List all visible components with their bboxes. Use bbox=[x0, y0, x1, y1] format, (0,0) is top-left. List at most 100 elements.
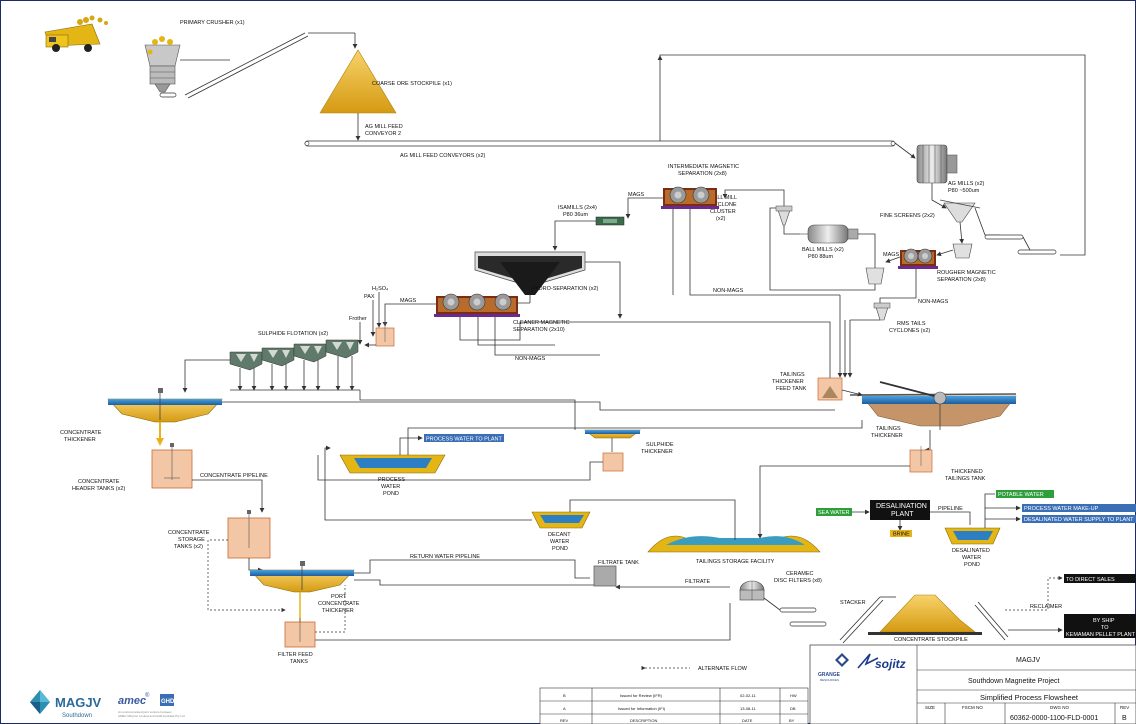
by-ship-label-2: TO bbox=[1101, 625, 1109, 631]
title-block-dwg-no: 60362-0000-1100-FLD-0001 bbox=[1010, 715, 1098, 722]
ims-mags-line bbox=[625, 197, 663, 219]
rev-row-2-desc: Issued for Information (IFI) bbox=[618, 706, 666, 711]
rev-row-2-by: DB bbox=[790, 706, 796, 711]
cms-tails-line-2 bbox=[477, 317, 555, 346]
potable-water-line bbox=[984, 493, 995, 528]
ceramic-disc-filter-icon bbox=[739, 580, 765, 601]
sulphide-return-line bbox=[317, 455, 603, 481]
cyclone-underflow-line bbox=[783, 225, 800, 235]
oversize-transfer bbox=[1022, 236, 1031, 251]
coarse-ore-stockpile-label: COARSE ORE STOCKPILE (x1) bbox=[372, 81, 452, 87]
rev-row-2-date: 13-08-11 bbox=[740, 706, 756, 711]
desalinated-water-pond-icon bbox=[944, 527, 1001, 545]
tsf-label: TAILINGS STORAGE FACILITY bbox=[696, 559, 775, 565]
hydro-overflow-line bbox=[585, 261, 623, 319]
logo-fine-print-2: AMEC Minproc Limited and GHD Australia P… bbox=[118, 714, 185, 718]
cms-nonmags-line bbox=[494, 317, 600, 356]
flotation-to-sulphide-thickener bbox=[359, 390, 576, 430]
cms-label-1: CLEANER MAGNETIC bbox=[513, 320, 570, 326]
brine-tag bbox=[890, 530, 912, 537]
filter-feed-to-filters bbox=[315, 603, 731, 641]
thickened-tailings-label-2: TAILINGS TANK bbox=[945, 476, 986, 482]
ag-mill-discharge bbox=[931, 183, 947, 209]
fine-screens-label: FINE SCREENS (2x2) bbox=[880, 213, 935, 219]
storage-to-port-thickener bbox=[248, 558, 263, 573]
decant-label-1: DECANT bbox=[548, 532, 571, 538]
process-water-pond-label-2: WATER bbox=[381, 484, 400, 490]
title-block-fscm-hdr: FSCM NO bbox=[962, 705, 983, 710]
ball-mill-discharge bbox=[858, 233, 876, 268]
isamill-discharge bbox=[552, 220, 596, 251]
filtrate-tank-label: FILTRATE TANK bbox=[598, 560, 639, 566]
oversize-conveyor-2 bbox=[1017, 249, 1057, 255]
title-block bbox=[809, 644, 1136, 724]
decant-water-pond-icon bbox=[531, 511, 591, 529]
rev-row-3-by: BY bbox=[789, 718, 795, 723]
rms-label-2: SEPARATION (2x8) bbox=[937, 277, 986, 283]
filter-feed-label-1: FILTER FEED bbox=[278, 652, 313, 658]
rms-label-1: ROUGHER MAGNETIC bbox=[937, 270, 996, 276]
to-direct-sales-tag bbox=[1064, 574, 1136, 583]
thickened-tailings-to-tsf bbox=[757, 465, 910, 539]
ball-mill-pumpbox bbox=[865, 267, 885, 285]
process-water-to-plant-tag bbox=[424, 434, 504, 442]
conc-thickener-overflow bbox=[222, 401, 835, 411]
brine-label: BRINE bbox=[893, 532, 910, 538]
sojitz-logo-text: sojitz bbox=[875, 657, 906, 671]
process-water-makeup-label: PROCESS WATER MAKE-UP bbox=[1024, 506, 1099, 512]
primary-crusher-icon bbox=[144, 36, 230, 98]
rev-row-1-rev: B bbox=[563, 693, 566, 698]
thickened-tailings-label-1: THICKENED bbox=[951, 469, 983, 475]
process-water-pond-label-1: PROCESS bbox=[378, 477, 405, 483]
flotation-tails-lines bbox=[230, 356, 360, 391]
port-thickener-label-2: CONCENTRATE bbox=[318, 601, 360, 607]
rev-row-3-date: DATE bbox=[742, 718, 753, 723]
process-water-to-plant-label: PROCESS WATER TO PLANT bbox=[426, 437, 503, 443]
pw-from-tailings-line bbox=[407, 420, 863, 455]
rev-row-3-rev: REV bbox=[560, 718, 569, 723]
port-thickener-label-1: PORT bbox=[331, 594, 347, 600]
ag-mill-icon bbox=[916, 144, 958, 184]
title-block-rev-hdr: REV bbox=[1120, 705, 1129, 710]
desal-supply-label: DESALINATED WATER SUPPLY TO PLANT bbox=[1024, 517, 1134, 523]
coarse-ore-stockpile-icon bbox=[319, 49, 397, 141]
pebble-recycle-line bbox=[659, 54, 1086, 256]
hydro-separation-label: HYDRO-SEPARATION (x2) bbox=[531, 286, 598, 292]
desal-plant-label-1: DESALINATION bbox=[876, 503, 927, 510]
concentrate-header-tank-icon bbox=[151, 443, 193, 489]
flotation-conc-line bbox=[182, 359, 230, 393]
cms-label-2: SEPARATION (2x10) bbox=[513, 327, 565, 333]
by-ship-label-3: KEMAMAN PELLET PLANT bbox=[1066, 632, 1136, 638]
grange-logo-text: GRANGE bbox=[818, 672, 841, 678]
ghd-logo-box bbox=[160, 694, 174, 706]
ghd-logo-text: GHD bbox=[161, 699, 175, 705]
logo-fine-print-1: An unincorporated joint venture between bbox=[118, 710, 172, 714]
title-block-client: MAGJV bbox=[1016, 657, 1040, 664]
alt-flow-storage-bypass bbox=[207, 539, 286, 613]
amec-logo-sup: ® bbox=[145, 692, 150, 699]
concentrate-stockpile-icon bbox=[868, 594, 982, 635]
ball-mill-cyclone-label-3: CLUSTER bbox=[710, 209, 736, 215]
intermediate-magnetic-separator-icon bbox=[661, 186, 719, 209]
cleaner-magnetic-separator-icon bbox=[434, 293, 520, 317]
sea-water-label: SEA WATER bbox=[818, 510, 850, 516]
filtrate-tank-icon bbox=[593, 565, 617, 587]
port-thickener-label-3: THICKENER bbox=[322, 608, 354, 614]
sojitz-logo-icon bbox=[857, 653, 879, 669]
isamill-icon bbox=[595, 216, 625, 226]
rev-row-1-by: HW bbox=[790, 693, 797, 698]
magjv-logo-sub: Southdown bbox=[62, 713, 92, 719]
cyclone-overflow-line bbox=[722, 189, 785, 206]
conc-thickener-label-2: THICKENER bbox=[64, 437, 96, 443]
desal-pond-label-1: DESALINATED bbox=[952, 548, 990, 554]
rms-tails-label-1: RMS TAILS bbox=[897, 321, 926, 327]
tailings-thickener-label-2: THICKENER bbox=[871, 433, 903, 439]
non-mags-label-2: NON-MAGS bbox=[918, 299, 949, 305]
frother-label: Frother bbox=[349, 316, 367, 322]
rms-feed-line bbox=[936, 249, 954, 257]
title-block-size-hdr: SIZE bbox=[925, 705, 935, 710]
sulphide-thickener-icon bbox=[584, 429, 641, 452]
to-direct-sales-label: TO DIRECT SALES bbox=[1066, 577, 1115, 583]
filtrate-label: FILTRATE bbox=[685, 579, 710, 585]
